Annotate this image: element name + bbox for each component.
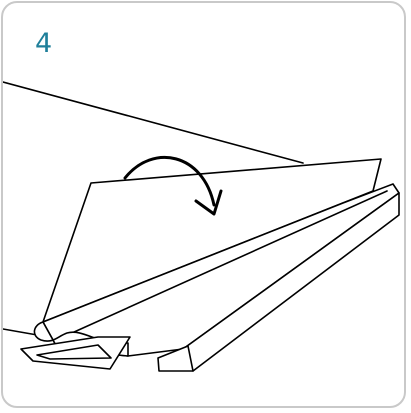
back-sheet-top-edge — [3, 81, 304, 164]
rail-inner-edge — [62, 190, 388, 338]
step-number: 4 — [35, 28, 53, 59]
fold-illustration — [3, 81, 400, 372]
curved-rotation-arrow-icon — [123, 155, 223, 216]
instruction-card: 4 — [1, 1, 406, 408]
left-tab-slot — [36, 344, 112, 360]
rail-end-cap — [157, 345, 194, 372]
